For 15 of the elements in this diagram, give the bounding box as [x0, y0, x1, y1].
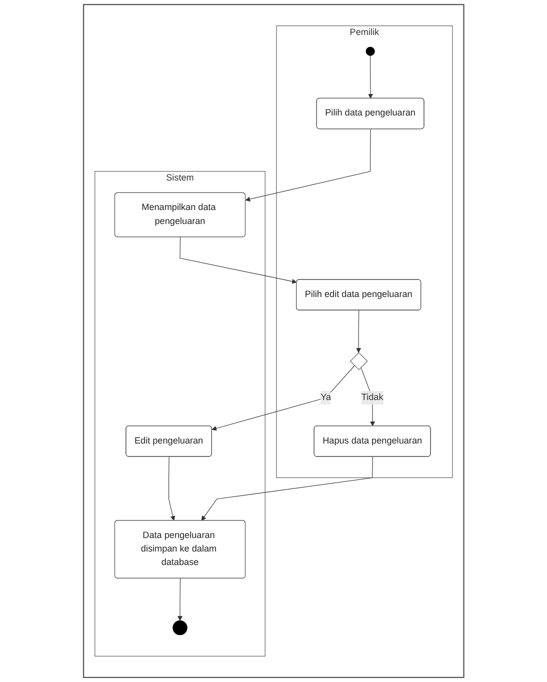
arrow	[177, 578, 182, 621]
arrow	[180, 236, 297, 284]
node-diamond	[350, 352, 368, 370]
arrow	[245, 128, 371, 202]
arrow	[360, 367, 375, 426]
node-circle	[366, 46, 375, 56]
arrow	[356, 310, 361, 353]
arrow	[168, 456, 176, 521]
arrow	[368, 55, 373, 99]
cluster	[82, 4, 464, 678]
edge-label: Tidak	[361, 392, 384, 402]
node-circle	[172, 620, 188, 636]
edge-label: Ya	[320, 392, 331, 402]
arrow	[212, 365, 355, 431]
arrow	[201, 456, 373, 521]
